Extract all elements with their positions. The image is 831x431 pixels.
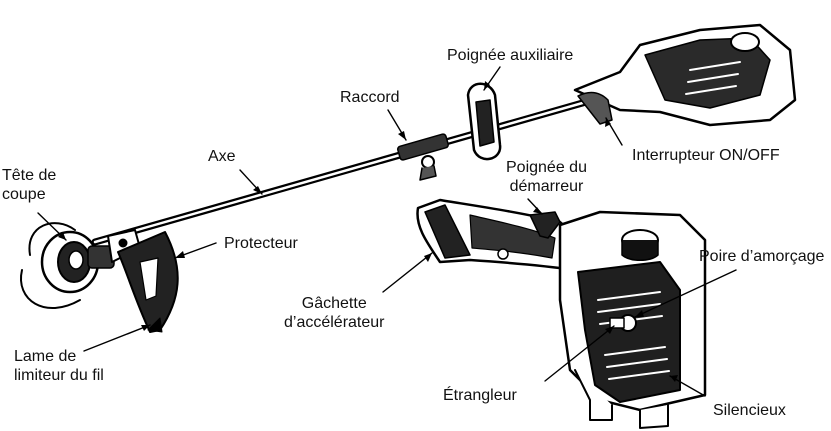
engine-top bbox=[573, 23, 797, 127]
label-poignee-demarreur: Poignée du démarreur bbox=[506, 159, 587, 195]
label-lame-limiteur: Lame de limiteur du fil bbox=[14, 348, 104, 384]
engine-closeup bbox=[416, 198, 707, 429]
label-poignee-auxiliaire: Poignée auxiliaire bbox=[447, 47, 574, 64]
label-poire-amorcage: Poire d’amorçage bbox=[699, 248, 825, 265]
label-etrangleur: Étrangleur bbox=[443, 387, 517, 404]
shaft bbox=[91, 94, 604, 246]
label-silencieux: Silencieux bbox=[713, 402, 786, 419]
label-tete-de-coupe: Tête de coupe bbox=[2, 167, 57, 203]
auxiliary-handle bbox=[466, 82, 502, 161]
label-protecteur: Protecteur bbox=[224, 235, 298, 252]
label-raccord: Raccord bbox=[340, 89, 400, 106]
pointer-arrowheads bbox=[58, 81, 678, 382]
label-gachette: Gâchette d’accélérateur bbox=[284, 295, 385, 331]
label-interrupteur: Interrupteur ON/OFF bbox=[632, 147, 780, 164]
coupler bbox=[396, 133, 450, 181]
guard bbox=[117, 231, 179, 333]
label-axe: Axe bbox=[208, 148, 236, 165]
cutting-head bbox=[19, 222, 141, 310]
